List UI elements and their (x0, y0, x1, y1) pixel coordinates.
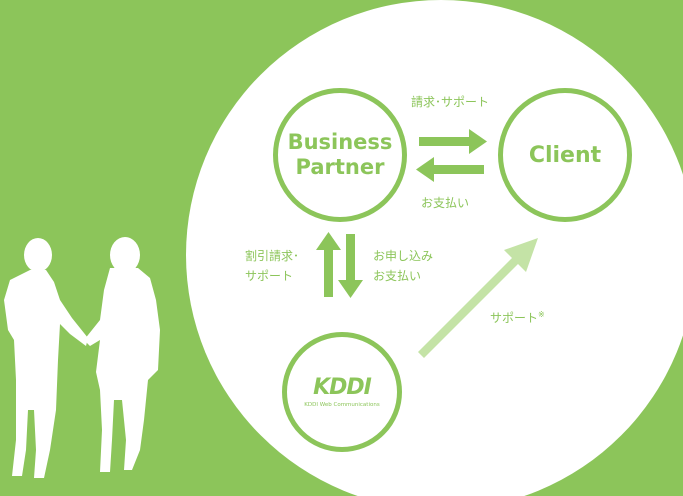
arrow-apply-to-kddi (338, 234, 363, 298)
business-partner-line-1: Business (287, 130, 393, 154)
business-partner-line-2: Partner (295, 155, 385, 179)
support-note-mark: ※ (538, 310, 545, 319)
kddi-node: KDDI KDDI Web Communications (282, 332, 402, 452)
payment-label: お支払い (421, 196, 470, 210)
arrow-support-to-client (418, 238, 538, 358)
support-text: サポート (490, 311, 539, 325)
apply-pay-line-1: お申し込み (373, 249, 434, 263)
discount-billing-line-1: 割引請求･ (245, 249, 300, 263)
apply-pay-line-2: お支払い (373, 269, 422, 283)
client-label: Client (528, 142, 602, 168)
support-label: サポート※ (490, 305, 545, 328)
kddi-subtitle: KDDI Web Communications (304, 402, 380, 408)
kddi-logo: KDDI (313, 375, 372, 400)
arrow-billing-to-client (419, 129, 487, 154)
arrow-discount-to-partner (316, 232, 341, 297)
white-circle-background (186, 0, 683, 496)
client-node: Client (498, 88, 632, 222)
arrow-payment-to-partner (416, 157, 484, 182)
business-partner-node: Business Partner (273, 88, 407, 222)
discount-billing-label: 割引請求･ サポート (245, 246, 299, 286)
discount-billing-line-2: サポート (245, 269, 294, 283)
apply-pay-label: お申し込み お支払い (373, 246, 433, 286)
billing-support-label: 請求･サポート (411, 95, 490, 109)
